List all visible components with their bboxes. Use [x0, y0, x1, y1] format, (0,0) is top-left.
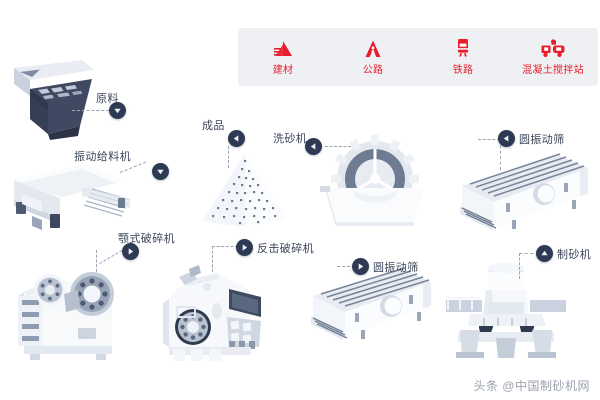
sand-making-machine-illustration — [440, 252, 572, 362]
connector-screen-lower — [337, 266, 355, 267]
watermark: 头条 @中国制砂机网 — [473, 379, 590, 393]
node-label-finished-product: 成品 — [202, 120, 225, 132]
legend-item-highway[interactable]: 公路 — [334, 38, 412, 76]
circular-vibrating-screen-upper-illustration — [452, 150, 594, 240]
raw-material-hopper-illustration — [8, 56, 100, 140]
legend-item-label: 公路 — [362, 65, 384, 76]
chevron-left-icon[interactable] — [305, 138, 322, 155]
node-label-jaw-crusher: 颚式破碎机 — [118, 233, 175, 245]
connector-raw-material — [72, 110, 114, 111]
node-label-circular-vibrating-screen-lower: 圆振动筛 — [373, 262, 419, 274]
vibrating-feeder-illustration — [6, 158, 141, 238]
chevron-right-icon[interactable] — [122, 243, 139, 260]
chevron-down-icon[interactable] — [152, 163, 169, 180]
legend-item-concrete-mixing-plant[interactable]: 混凝土搅拌站 — [514, 38, 592, 76]
jaw-crusher-illustration — [16, 250, 136, 362]
concrete-mixing-plant-icon — [540, 38, 566, 58]
connector-impact-crusher-vertical — [212, 246, 213, 272]
node-label-sand-washing-machine: 洗砂机 — [273, 133, 308, 145]
node-label-circular-vibrating-screen-upper: 圆振动筛 — [519, 134, 565, 146]
impact-crusher-illustration — [155, 255, 277, 363]
building-material-icon — [272, 38, 294, 58]
node-label-vibrating-feeder: 振动给料机 — [74, 151, 131, 163]
chevron-left-icon[interactable] — [498, 130, 515, 147]
connector-finished-product — [228, 146, 229, 168]
sand-washing-machine-illustration — [312, 126, 437, 228]
connector-sand-washing-machine — [325, 146, 351, 147]
legend-item-label: 建材 — [272, 65, 294, 76]
chevron-left-icon[interactable] — [228, 130, 245, 147]
connector-sand-making-machine-vertical — [519, 253, 520, 279]
application-legend-panel: 建材 公路 铁路 — [238, 28, 598, 86]
legend-item-railway[interactable]: 铁路 — [424, 38, 502, 76]
node-label-sand-making-machine: 制砂机 — [557, 249, 592, 261]
legend-item-building-material[interactable]: 建材 — [244, 38, 322, 76]
highway-icon — [362, 38, 384, 58]
chevron-up-icon[interactable] — [536, 245, 553, 262]
finished-product-pile-illustration — [195, 150, 295, 230]
chevron-right-icon[interactable] — [352, 258, 369, 275]
chevron-right-icon[interactable] — [236, 239, 253, 256]
connector-jaw-crusher-vertical — [96, 250, 97, 272]
node-label-impact-crusher: 反击破碎机 — [257, 243, 314, 255]
legend-item-label: 铁路 — [452, 65, 474, 76]
legend-item-label: 混凝土搅拌站 — [522, 65, 584, 76]
chevron-down-icon[interactable] — [109, 102, 126, 119]
connector-impact-crusher — [212, 246, 238, 247]
circular-vibrating-screen-lower-illustration — [305, 262, 437, 354]
railway-icon — [453, 38, 473, 58]
connector-sand-making-machine — [519, 253, 539, 254]
connector-screen-upper — [500, 140, 501, 170]
connector-screen-upper-horizontal — [478, 139, 500, 140]
